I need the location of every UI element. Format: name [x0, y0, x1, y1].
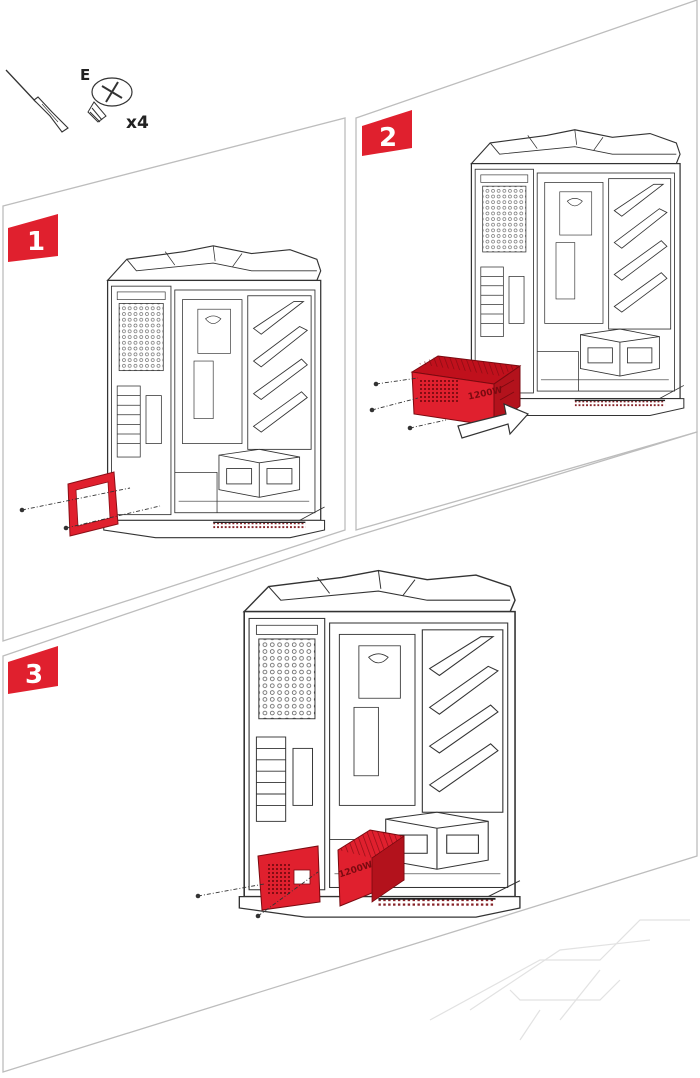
decorative-lines — [430, 920, 690, 1040]
screw-dot — [20, 508, 25, 513]
screwdriver-icon — [6, 70, 68, 132]
screw-type-label: E — [80, 66, 90, 84]
screw-count-label: x4 — [126, 113, 149, 133]
screw-dot — [370, 408, 375, 413]
step-2-number: 2 — [379, 123, 397, 153]
step-1-pc-case — [104, 246, 325, 538]
step-3-number: 3 — [25, 660, 43, 690]
screw-dot — [408, 426, 413, 431]
screw-dot — [256, 914, 261, 919]
screw-dot — [196, 894, 201, 899]
screw-dot — [374, 382, 379, 387]
screw-dot — [64, 526, 69, 531]
step-1-number: 1 — [27, 227, 45, 257]
